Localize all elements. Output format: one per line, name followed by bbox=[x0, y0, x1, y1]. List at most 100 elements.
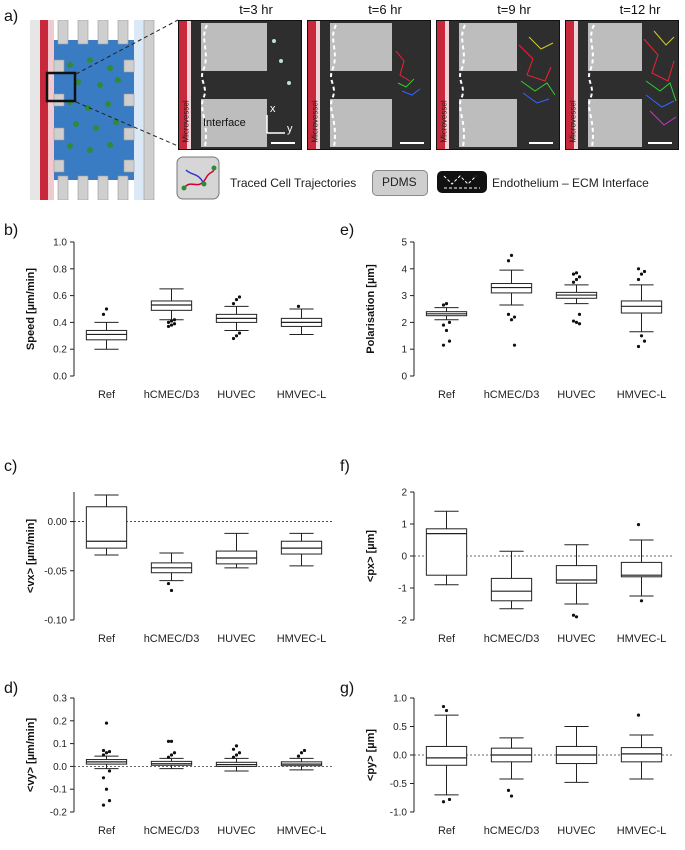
outlier-point bbox=[107, 799, 112, 803]
y-axis-title: <vy> [µm/min] bbox=[25, 718, 37, 793]
outlier-point bbox=[447, 339, 452, 343]
y-tick-label: 0.6 bbox=[53, 291, 67, 302]
zoom-lines bbox=[75, 19, 179, 147]
y-tick-label: 2 bbox=[401, 488, 407, 499]
panel-label-g: g) bbox=[340, 680, 355, 697]
outlier-point bbox=[169, 323, 174, 327]
outlier-point bbox=[231, 755, 236, 759]
category-label: HMVEC-L bbox=[277, 825, 327, 837]
box-group bbox=[85, 721, 128, 807]
y-tick-label: 0.2 bbox=[53, 345, 67, 356]
outlier-point bbox=[172, 322, 177, 326]
panel-label-c: c) bbox=[4, 458, 18, 475]
outlier-point bbox=[441, 800, 446, 804]
box-group bbox=[150, 739, 193, 770]
outlier-point bbox=[636, 523, 641, 527]
cell-glyphs bbox=[67, 57, 121, 153]
box-group bbox=[85, 307, 128, 350]
outlier-point bbox=[577, 322, 582, 326]
category-label: HMVEC-L bbox=[617, 389, 667, 401]
micrograph-t6: Microvessel bbox=[307, 20, 431, 150]
outlier-point bbox=[441, 704, 446, 709]
outlier-point bbox=[574, 615, 579, 619]
outlier-point bbox=[231, 302, 236, 306]
category-label: HUVEC bbox=[557, 633, 596, 645]
box-group bbox=[150, 552, 193, 593]
category-label: hCMEC/D3 bbox=[144, 633, 200, 645]
outlier-point bbox=[636, 713, 641, 717]
category-label: Ref bbox=[98, 633, 116, 645]
box-group bbox=[555, 544, 598, 619]
outlier-point bbox=[512, 343, 517, 347]
interface-label: Interface bbox=[203, 117, 246, 129]
microvessel-label-3: Microvessel bbox=[439, 100, 449, 143]
outlier-point bbox=[639, 334, 644, 338]
category-label: hCMEC/D3 bbox=[484, 633, 540, 645]
outlier-point bbox=[636, 267, 641, 271]
category-label: hCMEC/D3 bbox=[484, 825, 540, 837]
box-group bbox=[150, 288, 193, 329]
outlier-point bbox=[574, 271, 579, 275]
category-label: HUVEC bbox=[217, 633, 256, 645]
zoom-box bbox=[45, 71, 77, 103]
y-axis-title: <px> [µm] bbox=[365, 530, 377, 583]
microvessel-label-2: Microvessel bbox=[310, 100, 320, 143]
outlier-point bbox=[166, 755, 171, 759]
category-label: HMVEC-L bbox=[617, 825, 667, 837]
box-group bbox=[425, 704, 468, 804]
y-tick-label: 0.0 bbox=[393, 751, 407, 762]
y-tick-label: 0 bbox=[401, 552, 407, 563]
timepoint-label-3: t=9 hr bbox=[497, 2, 531, 17]
outlier-point bbox=[447, 320, 452, 324]
timepoint-label-2: t=6 hr bbox=[368, 2, 402, 17]
category-label: Ref bbox=[438, 825, 456, 837]
panel-label-b: b) bbox=[4, 222, 19, 239]
box-group bbox=[555, 271, 598, 326]
iqr-box bbox=[620, 300, 663, 314]
outlier-point bbox=[169, 319, 174, 323]
panel-label-e: e) bbox=[340, 222, 355, 239]
iqr-box bbox=[425, 528, 468, 576]
box-group bbox=[280, 532, 323, 567]
y-axis-title: Speed [µm/min] bbox=[25, 268, 37, 350]
y-tick-label: 0.2 bbox=[53, 716, 67, 727]
timepoint-label-4: t=12 hr bbox=[619, 2, 661, 17]
panel-label-f: f) bbox=[340, 458, 350, 475]
outlier-point bbox=[577, 312, 582, 316]
y-tick-label: 0.0 bbox=[53, 762, 67, 773]
iqr-box bbox=[620, 747, 663, 763]
gel-region bbox=[54, 40, 134, 180]
trajectory-legend-icon bbox=[176, 156, 220, 200]
iqr-box bbox=[620, 561, 663, 578]
outlier-point bbox=[231, 336, 236, 341]
legend-pdms-label: PDMS bbox=[382, 175, 417, 189]
category-label: hCMEC/D3 bbox=[144, 825, 200, 837]
y-tick-label: 0.00 bbox=[48, 517, 68, 528]
category-label: HMVEC-L bbox=[617, 633, 667, 645]
y-tick-label: -0.10 bbox=[44, 616, 67, 627]
outlier-point bbox=[574, 277, 579, 282]
outlier-point bbox=[642, 269, 647, 274]
category-label: HUVEC bbox=[217, 825, 256, 837]
y-tick-label: -2 bbox=[398, 616, 407, 627]
outlier-point bbox=[577, 275, 582, 279]
iqr-box bbox=[85, 506, 128, 549]
axis-label-y: y bbox=[287, 123, 293, 135]
category-label: Ref bbox=[98, 825, 116, 837]
iqr-box bbox=[490, 283, 533, 294]
outlier-point bbox=[441, 323, 446, 327]
outlier-point bbox=[234, 298, 239, 302]
outlier-point bbox=[234, 334, 239, 338]
outlier-point bbox=[101, 312, 106, 316]
panel-label-a: a) bbox=[4, 8, 19, 25]
category-label: Ref bbox=[438, 389, 456, 401]
category-label: Ref bbox=[438, 633, 456, 645]
iqr-box bbox=[490, 577, 533, 602]
outlier-point bbox=[509, 794, 514, 798]
legend-interface-label: Endothelium – ECM Interface bbox=[492, 176, 649, 190]
outlier-point bbox=[441, 303, 446, 307]
outlier-point bbox=[509, 318, 514, 322]
outlier-point bbox=[172, 751, 177, 755]
category-label: HUVEC bbox=[557, 389, 596, 401]
